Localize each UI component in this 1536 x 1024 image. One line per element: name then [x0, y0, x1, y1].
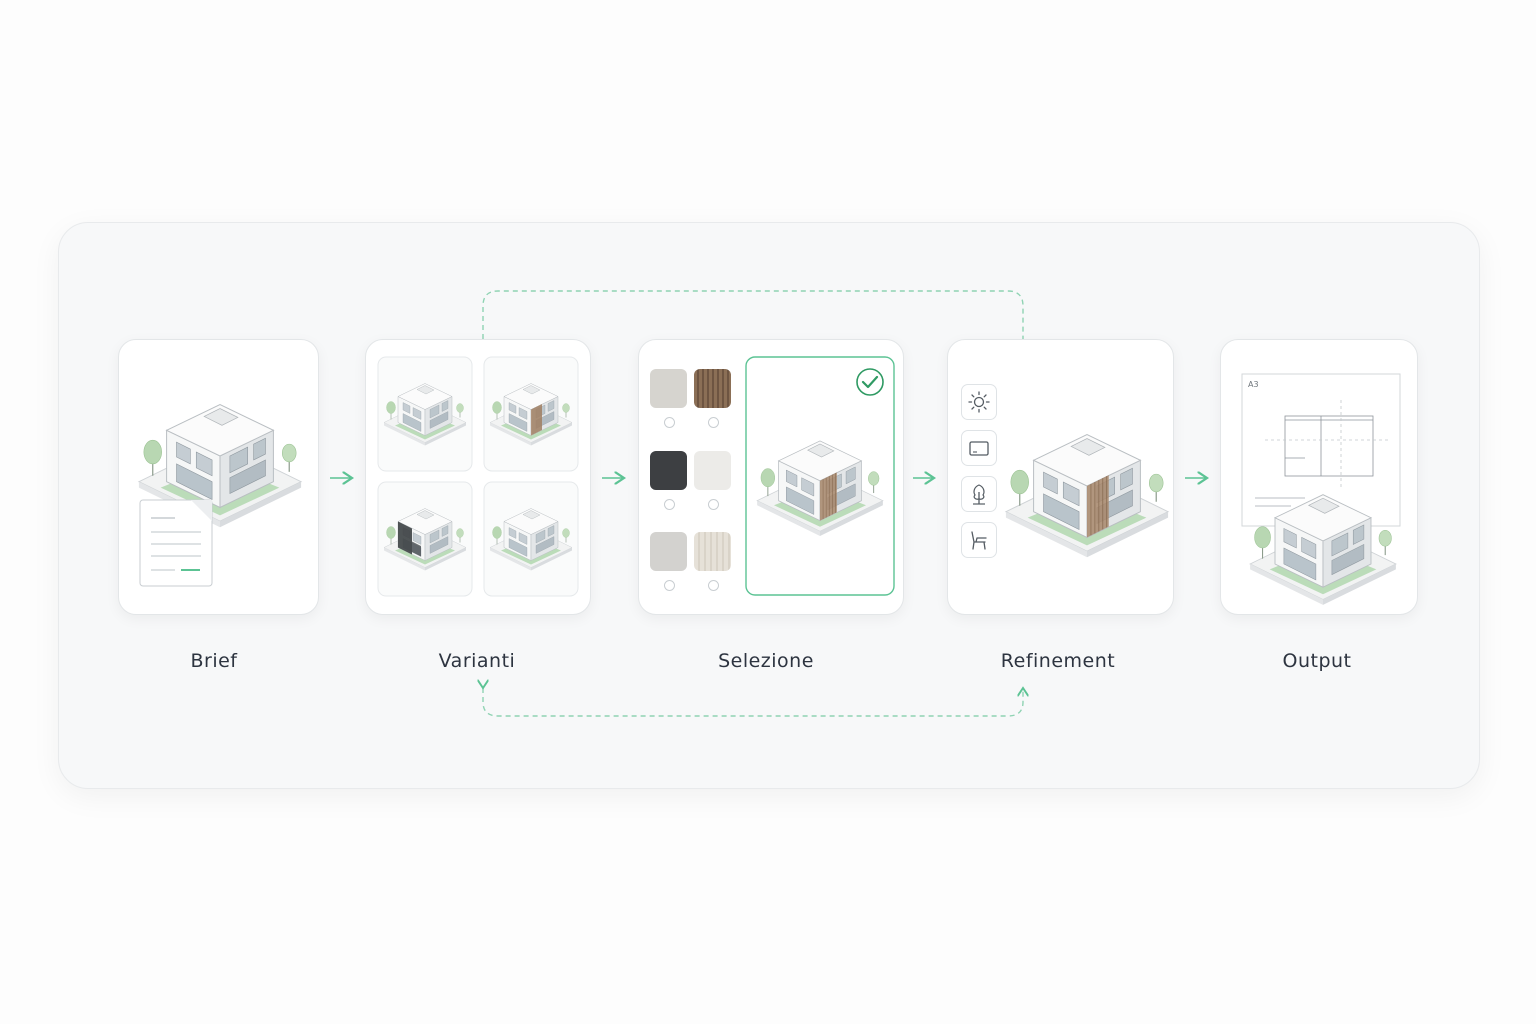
selection-card[interactable]: [638, 339, 904, 615]
step-label-output: Output: [1282, 650, 1352, 672]
selected-variant[interactable]: [639, 340, 903, 614]
material-swatch-white[interactable]: [694, 451, 731, 490]
variants-card[interactable]: [365, 339, 591, 615]
material-swatch-concrete[interactable]: [650, 369, 687, 408]
material-swatch-light-wood[interactable]: [694, 532, 731, 571]
furniture-tool-button[interactable]: [961, 522, 997, 558]
swatch-radio[interactable]: [664, 499, 675, 510]
sun-icon: [968, 391, 990, 413]
step-label-selection: Selezione: [718, 650, 814, 672]
variants-grid: [377, 356, 579, 597]
document-icon: [139, 499, 213, 587]
lighting-tool-button[interactable]: [961, 384, 997, 420]
material-swatch-wood[interactable]: [694, 369, 731, 408]
chair-icon: [971, 531, 987, 550]
swatch-radio[interactable]: [708, 417, 719, 428]
material-swatch-stone[interactable]: [650, 532, 687, 571]
variant-thumb[interactable]: [377, 356, 473, 472]
landscape-tool-button[interactable]: [961, 476, 997, 512]
swatch-radio[interactable]: [664, 417, 675, 428]
feedback-loop-bottom: [483, 688, 1023, 717]
brief-card[interactable]: [118, 339, 319, 615]
brief-illustration: [138, 403, 302, 587]
material-swatch-dark[interactable]: [650, 451, 687, 490]
image-frame-icon: [969, 441, 989, 456]
swatch-radio[interactable]: [664, 580, 675, 591]
variant-thumb[interactable]: [483, 356, 579, 472]
check-icon: [856, 368, 884, 396]
tree-icon: [973, 484, 985, 505]
sheet-size-tag: A3: [1248, 380, 1259, 389]
feedback-loop-top: [482, 290, 1024, 339]
refinement-card[interactable]: [947, 339, 1174, 615]
output-card[interactable]: A3: [1220, 339, 1418, 615]
step-label-variants: Varianti: [438, 650, 516, 672]
step-label-refinement: Refinement: [1000, 650, 1116, 672]
step-label-brief: Brief: [190, 650, 238, 672]
background-tool-button[interactable]: [961, 430, 997, 466]
output-illustration: [1241, 373, 1401, 606]
variant-thumb[interactable]: [483, 481, 579, 597]
variant-thumb[interactable]: [377, 481, 473, 597]
swatch-radio[interactable]: [708, 580, 719, 591]
swatch-radio[interactable]: [708, 499, 719, 510]
